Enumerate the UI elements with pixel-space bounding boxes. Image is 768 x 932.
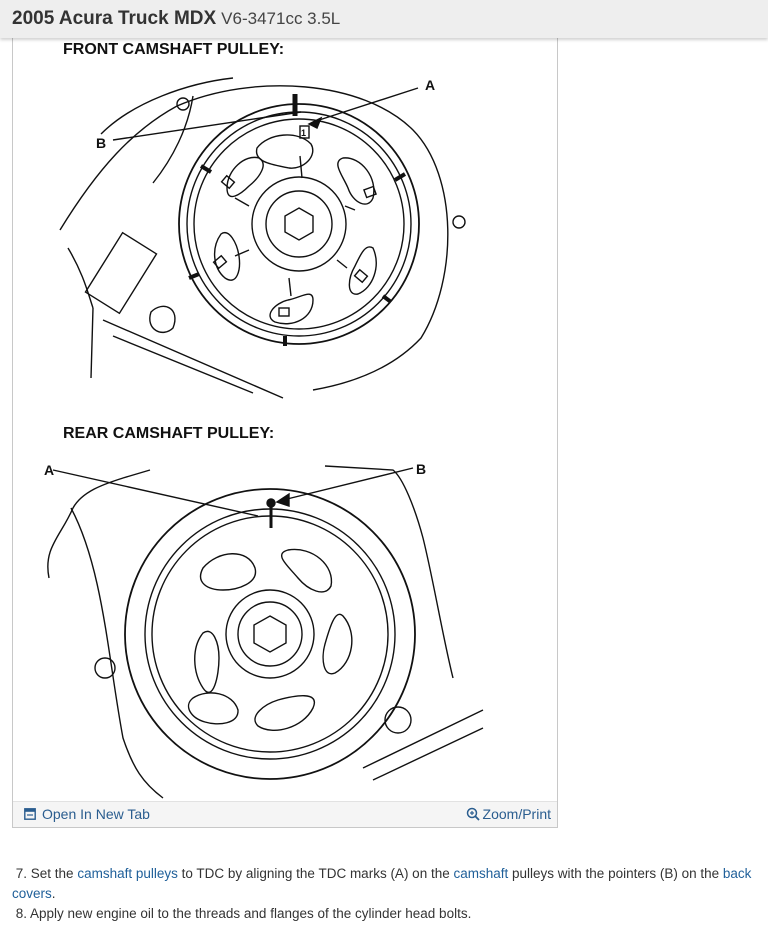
zoom-print-link[interactable]: Zoom/Print bbox=[466, 806, 551, 822]
front-label-b: B bbox=[96, 135, 106, 151]
figure-toolbar: Open In New Tab Zoom/Print bbox=[13, 801, 557, 827]
rear-label-b: B bbox=[416, 461, 426, 477]
rear-pulley-title: REAR CAMSHAFT PULLEY: bbox=[63, 425, 274, 442]
front-pulley-title: FRONT CAMSHAFT PULLEY: bbox=[63, 41, 284, 58]
procedure-steps: 7. Set the camshaft pulleys to TDC by al… bbox=[12, 864, 760, 924]
front-label-a: A bbox=[425, 77, 435, 93]
open-in-new-tab-label: Open In New Tab bbox=[42, 806, 150, 822]
step-7: 7. Set the camshaft pulleys to TDC by al… bbox=[12, 866, 752, 901]
new-tab-icon bbox=[24, 808, 36, 820]
step-8: 8. Apply new engine oil to the threads a… bbox=[15, 906, 472, 921]
camshaft-pulley-diagram: FRONT CAMSHAFT PULLEY: REAR CAMSHAFT PUL… bbox=[44, 41, 484, 799]
figure-container: FRONT CAMSHAFT PULLEY: REAR CAMSHAFT PUL… bbox=[12, 38, 558, 828]
front-mark-1: 1 bbox=[301, 128, 306, 138]
back-covers-link[interactable]: back covers bbox=[12, 866, 752, 901]
zoom-icon bbox=[466, 807, 480, 821]
page-header: 2005 Acura Truck MDX V6-3471cc 3.5L bbox=[0, 0, 768, 38]
vehicle-title: 2005 Acura Truck MDX bbox=[12, 8, 217, 29]
open-in-new-tab-link[interactable]: Open In New Tab bbox=[24, 806, 150, 822]
camshaft-link[interactable]: camshaft bbox=[453, 866, 509, 881]
rear-label-a: A bbox=[44, 462, 54, 478]
zoom-print-label: Zoom/Print bbox=[482, 806, 551, 822]
camshaft-pulleys-link[interactable]: camshaft pulleys bbox=[77, 866, 178, 881]
engine-spec: V6-3471cc 3.5L bbox=[221, 9, 341, 28]
